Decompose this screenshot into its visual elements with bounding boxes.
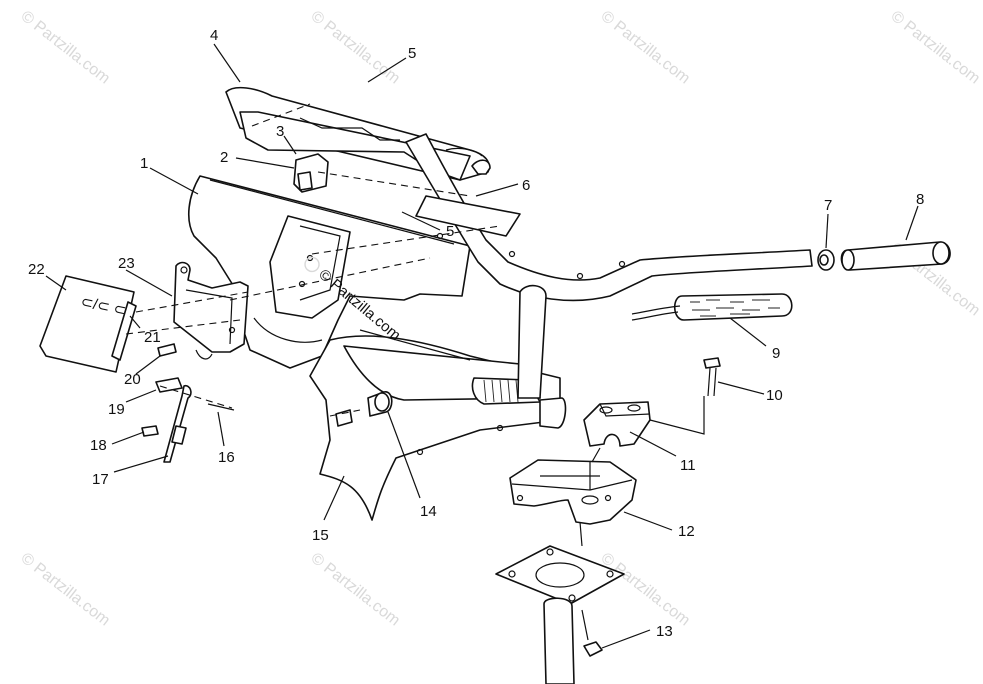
- callout-5-middle: 5: [446, 223, 454, 240]
- part-4-headlight-pod: [225, 86, 490, 181]
- leader-lines: [45, 43, 919, 649]
- callout-2: 2: [220, 149, 228, 166]
- callout-4: 4: [210, 27, 218, 44]
- watermark-top-center: © Partzilla.com: [308, 8, 403, 88]
- callout-7: 7: [824, 197, 832, 214]
- callout-11: 11: [680, 457, 696, 474]
- callout-17: 17: [92, 471, 109, 488]
- callout-19: 19: [108, 401, 125, 418]
- watermark-group: © Partzilla.com © Partzilla.com © Partzi…: [18, 8, 983, 630]
- callout-10: 10: [766, 387, 783, 404]
- svg-text:© Partzilla.com: © Partzilla.com: [598, 550, 693, 630]
- watermark-bottom-left: © Partzilla.com: [18, 550, 113, 630]
- part-14-bushing: [335, 391, 393, 427]
- svg-text:© Partzilla.com: © Partzilla.com: [308, 8, 403, 88]
- watermark-bottom-center: © Partzilla.com: [308, 550, 403, 630]
- steering-post: [517, 284, 547, 399]
- steering-plate: [495, 545, 625, 605]
- part-1-pod-body: [188, 175, 471, 369]
- callout-14: 14: [420, 503, 437, 520]
- part-11-upper-clamp: [583, 401, 651, 447]
- part-6-handlebar: [405, 133, 813, 302]
- steering-column: [543, 597, 575, 684]
- callout-20: 20: [124, 371, 141, 388]
- part-7-bar-end: [817, 249, 835, 271]
- watermark-top-far-right: © Partzilla.com: [888, 8, 983, 88]
- callout-8: 8: [916, 191, 924, 208]
- callout-labels: 4 5 3 2 1 6 5 7 8 9 10 11 12 13 14 15 16…: [28, 27, 924, 640]
- handlebar-cross-bar: [415, 195, 521, 237]
- callout-5-top: 5: [408, 45, 416, 62]
- part-20-screw: [157, 343, 177, 357]
- callout-16: 16: [218, 449, 235, 466]
- callout-1: 1: [140, 155, 148, 172]
- part-17-lever: [163, 384, 192, 463]
- svg-text:© Partzilla.com: © Partzilla.com: [888, 8, 983, 88]
- part-12-lower-clamp: [509, 459, 637, 525]
- callout-12: 12: [678, 523, 695, 540]
- watermark-top-left: © Partzilla.com: [18, 8, 113, 88]
- part-13-nut: [583, 641, 603, 657]
- callout-6: 6: [522, 177, 530, 194]
- part-10-bolt: [703, 357, 721, 397]
- part-23-bracket: [173, 261, 249, 360]
- callout-15: 15: [312, 527, 329, 544]
- watermark-top-right: © Partzilla.com: [598, 8, 693, 88]
- callout-21: 21: [144, 329, 161, 346]
- callout-18: 18: [90, 437, 107, 454]
- watermark-bottom-right: © Partzilla.com: [598, 550, 693, 630]
- callout-9: 9: [772, 345, 780, 362]
- part-9-grip-left: [631, 293, 793, 321]
- callout-23: 23: [118, 255, 135, 272]
- part-18-nut: [141, 425, 159, 437]
- svg-text:© Partzilla.com: © Partzilla.com: [598, 8, 693, 88]
- assembly-lines: [125, 103, 705, 641]
- part-19-pivot-pin: [155, 377, 183, 393]
- svg-text:© Partzilla.com: © Partzilla.com: [18, 8, 113, 88]
- callout-22: 22: [28, 261, 45, 278]
- lower-housing: [309, 329, 567, 521]
- callout-3: 3: [276, 123, 284, 140]
- callout-13: 13: [656, 623, 673, 640]
- svg-text:© Partzilla.com: © Partzilla.com: [18, 550, 113, 630]
- part-8-grip-right: [840, 241, 951, 271]
- part-22-decal-plate: ⊂/⊂ ⊂: [39, 275, 137, 373]
- part-2-switch: [293, 153, 329, 193]
- part-16-pin: [207, 403, 235, 411]
- svg-text:© Partzilla.com: © Partzilla.com: [308, 550, 403, 630]
